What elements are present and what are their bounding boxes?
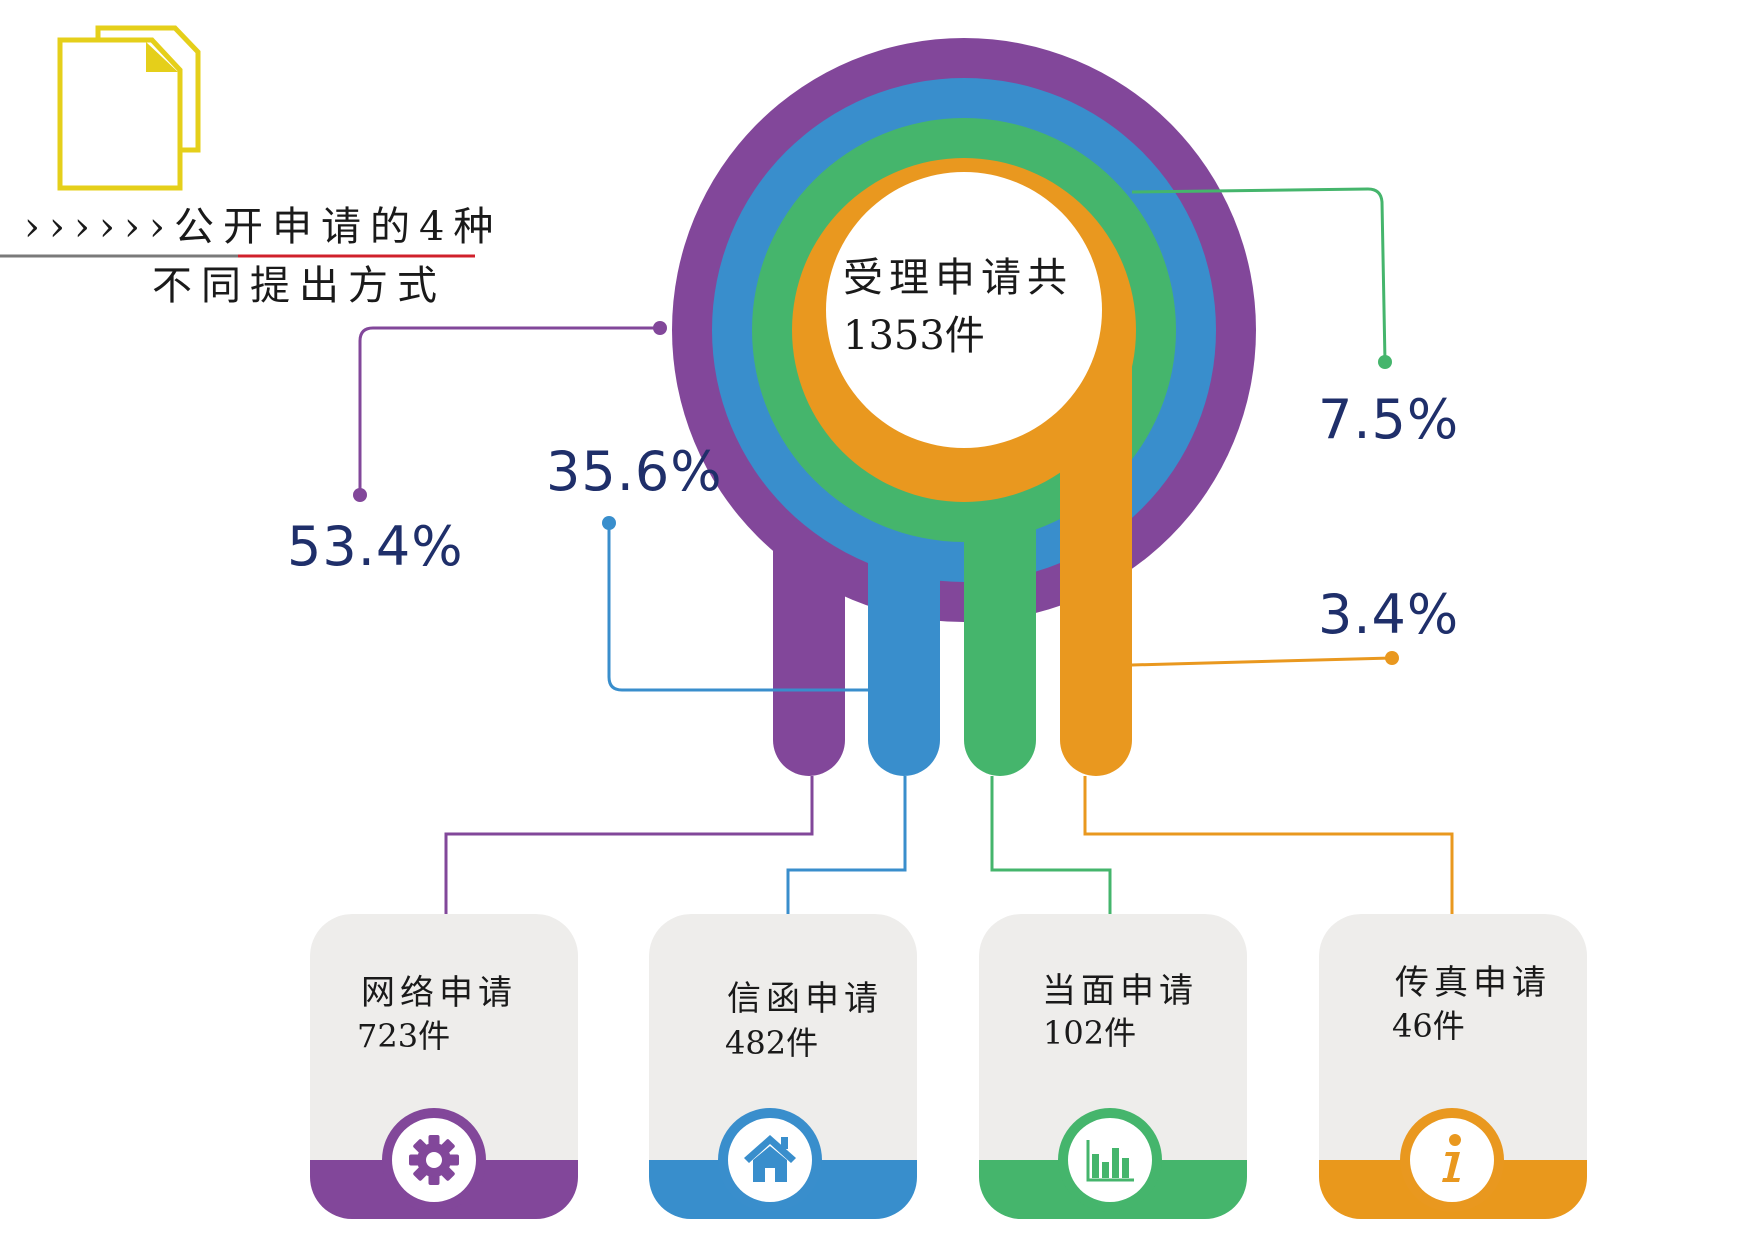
connector-letter: [786, 776, 907, 914]
documents-icon: [57, 25, 201, 191]
card-network: [310, 914, 578, 1219]
center-total: 1353件: [843, 313, 985, 359]
callout-blue: [602, 516, 868, 692]
callout-green: [1131, 187, 1392, 369]
connector-in-person: [990, 776, 1112, 914]
percent-network: 53.4%: [287, 515, 464, 578]
info-icon: [1442, 1134, 1461, 1182]
gear-icon: [409, 1135, 459, 1185]
card-label-fax: 传真申请: [1395, 963, 1551, 1003]
percent-fax: 3.4%: [1318, 583, 1460, 646]
center-label: 受理申请共: [843, 255, 1073, 301]
card-count-network: 723件: [357, 1017, 451, 1055]
card-label-network: 网络申请: [361, 973, 517, 1013]
home-icon: [744, 1135, 796, 1182]
connector-network: [444, 776, 814, 914]
percent-in-person: 7.5%: [1318, 388, 1460, 451]
card-fax: [1319, 914, 1587, 1219]
title-line-1: ››››››公开申请的4种: [24, 204, 503, 250]
bar-chart-icon: [1086, 1140, 1134, 1182]
card-count-letter: 482件: [725, 1024, 819, 1062]
card-count-fax: 46件: [1392, 1007, 1465, 1045]
card-letter: [649, 914, 917, 1219]
card-label-in-person: 当面申请: [1042, 971, 1198, 1011]
card-label-letter: 信函申请: [727, 979, 883, 1019]
percent-letter: 35.6%: [546, 440, 723, 503]
card-count-in-person: 102件: [1043, 1014, 1137, 1052]
title-line-2: 不同提出方式: [152, 263, 446, 309]
callout-purple: [353, 321, 667, 502]
callout-orange: [1131, 651, 1399, 667]
card-in-person: [979, 914, 1247, 1219]
connector-fax: [1083, 776, 1454, 914]
center-circle: [826, 172, 1102, 448]
